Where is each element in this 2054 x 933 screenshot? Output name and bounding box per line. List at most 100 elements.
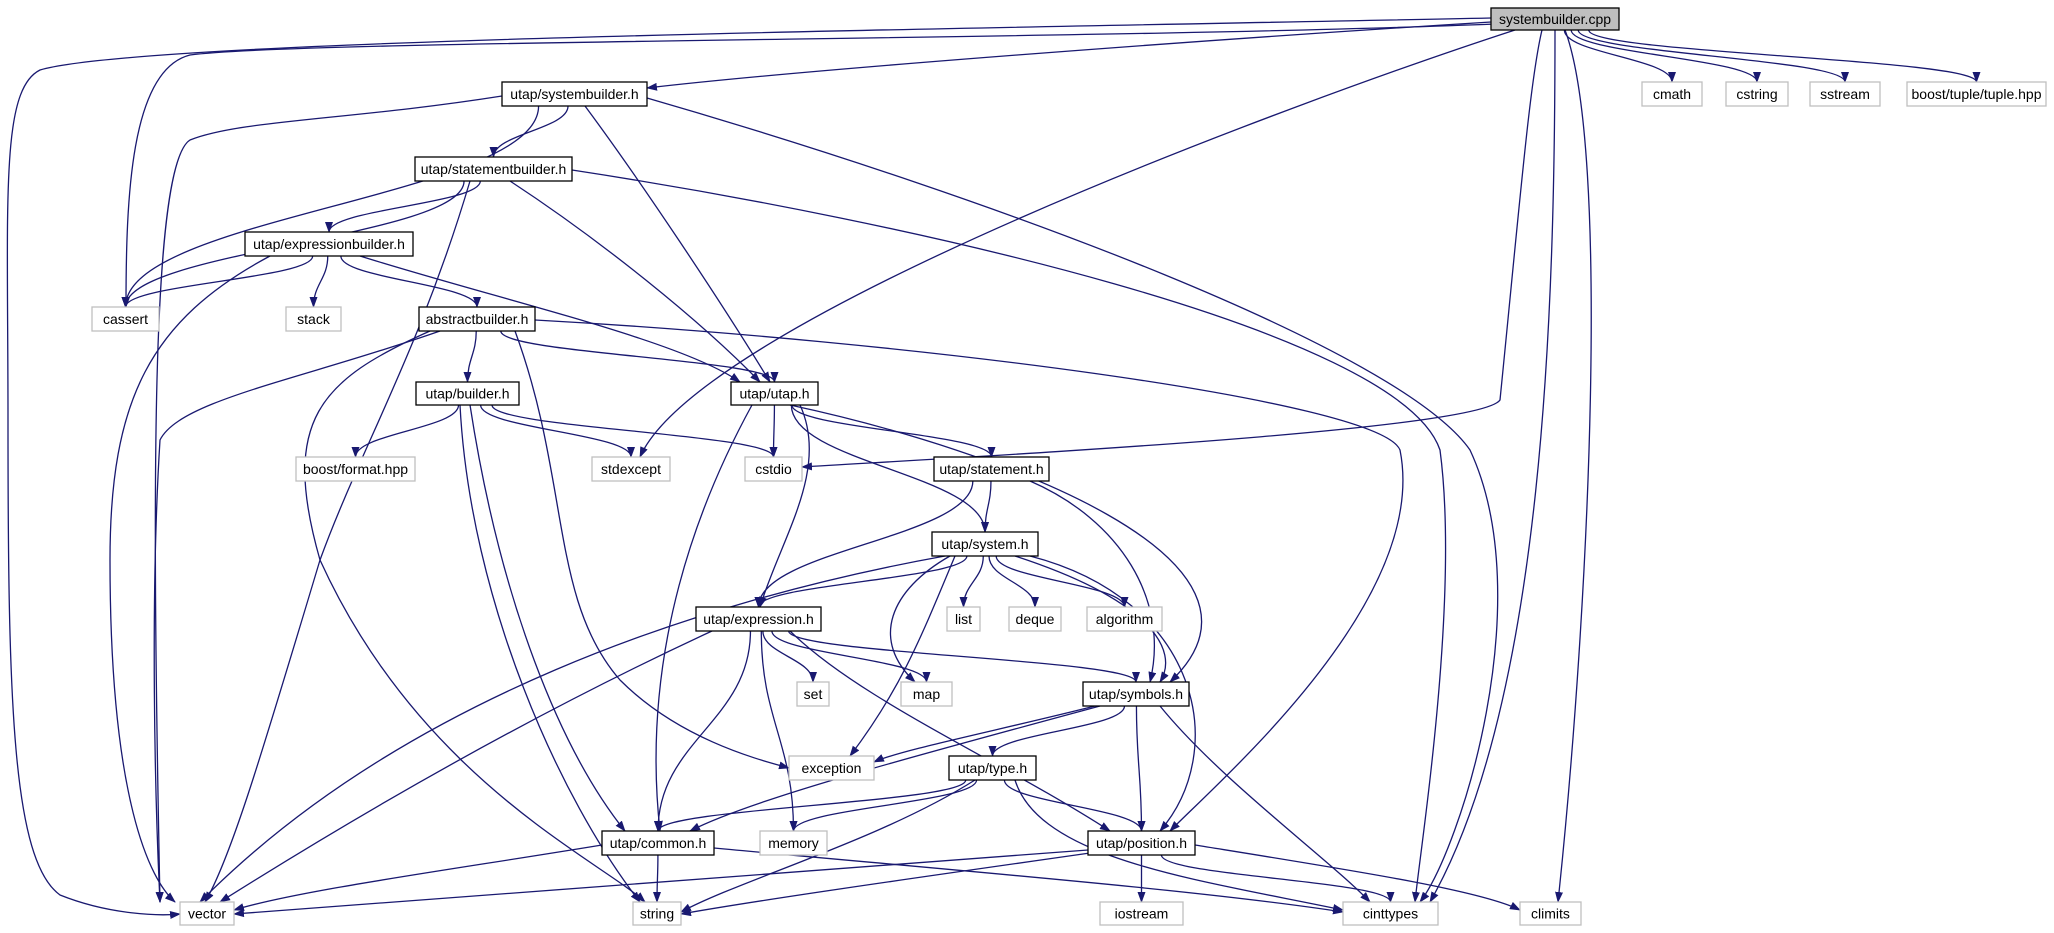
node-box [601, 830, 715, 856]
edge-expression_h-to-memory [760, 630, 798, 832]
node-box [295, 456, 416, 482]
node-iostream: iostream [1099, 901, 1184, 926]
node-set: set [796, 681, 830, 707]
edge-abstractbuilder_h-to-builder_h [463, 330, 477, 383]
edge-utap_h-to-system_h [790, 404, 989, 533]
edge-abstractbuilder_h-to-utap_h [500, 330, 779, 383]
node-label: utap/utap.h [739, 386, 809, 402]
edge-expression_h-to-symbols_h [788, 630, 1140, 683]
node-builder-h[interactable]: utap/builder.h [415, 381, 520, 406]
edge-position_h-to-climits [1194, 844, 1521, 911]
edge-symbols_h-to-exception [873, 705, 1096, 763]
edge-expressionbuilder_h-to-stack [309, 255, 329, 308]
node-expression-h[interactable]: utap/expression.h [695, 606, 822, 632]
edge-builder_h-to-common_h [469, 404, 626, 832]
node-box [796, 681, 830, 707]
edge-system_h-to-deque [988, 555, 1039, 608]
edge-position_h-to-vector [233, 849, 1089, 918]
node-label: utap/statementbuilder.h [421, 161, 567, 177]
edge-system_h-to-position_h [1029, 555, 1196, 832]
edge-system_h-to-expression_h [754, 555, 968, 608]
edge-builder_h-to-stdexcept [479, 404, 635, 458]
node-common-h[interactable]: utap/common.h [601, 830, 715, 856]
node-box [900, 681, 953, 707]
node-cassert: cassert [91, 306, 160, 332]
edge-expression_h-to-position_h [789, 630, 1111, 832]
edge-type_h-to-string [680, 779, 976, 913]
node-label: cinttypes [1363, 906, 1418, 922]
node-expressionbuilder-h[interactable]: utap/expressionbuilder.h [244, 231, 414, 257]
edge-expressionbuilder_h-to-utap_h [359, 255, 741, 383]
node-box [1008, 606, 1062, 632]
node-box [948, 755, 1037, 781]
node-label: utap/position.h [1096, 835, 1187, 851]
edge-symbols_h-to-type_h [988, 705, 1126, 757]
node-systembuilder-cpp[interactable]: systembuilder.cpp [1490, 7, 1620, 31]
node-systembuilder-h[interactable]: utap/systembuilder.h [501, 81, 648, 107]
node-box [695, 606, 822, 632]
node-statementbuilder-h[interactable]: utap/statementbuilder.h [414, 156, 573, 182]
node-box [1809, 81, 1881, 107]
node-label: iostream [1115, 906, 1169, 922]
node-label: exception [802, 760, 862, 776]
node-label: vector [188, 906, 226, 922]
node-utap-h[interactable]: utap/utap.h [730, 381, 819, 406]
node-climits: climits [1519, 901, 1582, 926]
node-label: utap/systembuilder.h [510, 86, 638, 102]
node-label: cassert [103, 311, 148, 327]
edge-systembuilder_h-to-vector [154, 95, 503, 903]
edge-systembuilder_cpp-to-tuple_hpp [1588, 29, 1981, 83]
node-algorithm: algorithm [1086, 606, 1163, 632]
edge-systembuilder_h-to-cassert [121, 105, 540, 308]
edge-system_h-to-exception [849, 555, 956, 757]
node-box [1641, 81, 1703, 107]
edge-expressionbuilder_h-to-abstractbuilder_h [340, 255, 481, 308]
edge-statement_h-to-symbols_h [1029, 480, 1157, 683]
edges-layer [6, 17, 1981, 919]
edge-utap_h-to-cstdio [769, 404, 778, 458]
edge-systembuilder_h-to-cinttypes [646, 97, 1499, 903]
edge-common_h-to-string [653, 854, 662, 903]
edge-expression_h-to-vector [219, 630, 713, 903]
node-position-h[interactable]: utap/position.h [1087, 830, 1196, 856]
edge-system_h-to-list [959, 555, 984, 608]
node-format-hpp: boost/format.hpp [295, 456, 416, 482]
node-abstractbuilder-h[interactable]: abstractbuilder.h [418, 306, 536, 332]
node-label: map [913, 686, 940, 702]
node-cmath: cmath [1641, 81, 1703, 107]
node-statement-h[interactable]: utap/statement.h [933, 456, 1050, 482]
node-sstream: sstream [1809, 81, 1881, 107]
node-box [415, 381, 520, 406]
node-label: sstream [1820, 86, 1870, 102]
node-label: cmath [1653, 86, 1691, 102]
node-box [1490, 7, 1620, 31]
edge-systembuilder_cpp-to-cassert [122, 23, 1496, 308]
node-cstdio: cstdio [744, 456, 803, 482]
node-symbols-h[interactable]: utap/symbols.h [1082, 681, 1190, 707]
node-box [933, 456, 1050, 482]
edge-builder_h-to-cstdio [491, 404, 778, 458]
node-label: stack [297, 311, 331, 327]
edge-utap_h-to-expression_h [759, 404, 810, 608]
node-label: utap/common.h [610, 835, 707, 851]
node-box [759, 830, 828, 856]
edge-position_h-to-cinttypes [1160, 854, 1395, 903]
edge-systembuilder_cpp-to-climits [1555, 29, 1592, 903]
node-box [1906, 81, 2047, 107]
node-label: list [955, 611, 972, 627]
node-label: utap/builder.h [425, 386, 509, 402]
node-label: abstractbuilder.h [426, 311, 529, 327]
edge-type_h-to-memory [789, 779, 978, 832]
node-system-h[interactable]: utap/system.h [931, 531, 1039, 557]
node-deque: deque [1008, 606, 1062, 632]
node-cstring: cstring [1725, 81, 1789, 107]
node-label: memory [768, 835, 819, 851]
edge-common_h-to-cinttypes [713, 847, 1344, 915]
node-box [744, 456, 803, 482]
node-type-h[interactable]: utap/type.h [948, 755, 1037, 781]
node-vector: vector [179, 901, 235, 926]
edge-statementbuilder_h-to-vector [204, 180, 471, 903]
edge-type_h-to-cinttypes [1014, 779, 1344, 912]
node-exception: exception [788, 755, 875, 781]
edge-abstractbuilder_h-to-vector [153, 330, 441, 903]
